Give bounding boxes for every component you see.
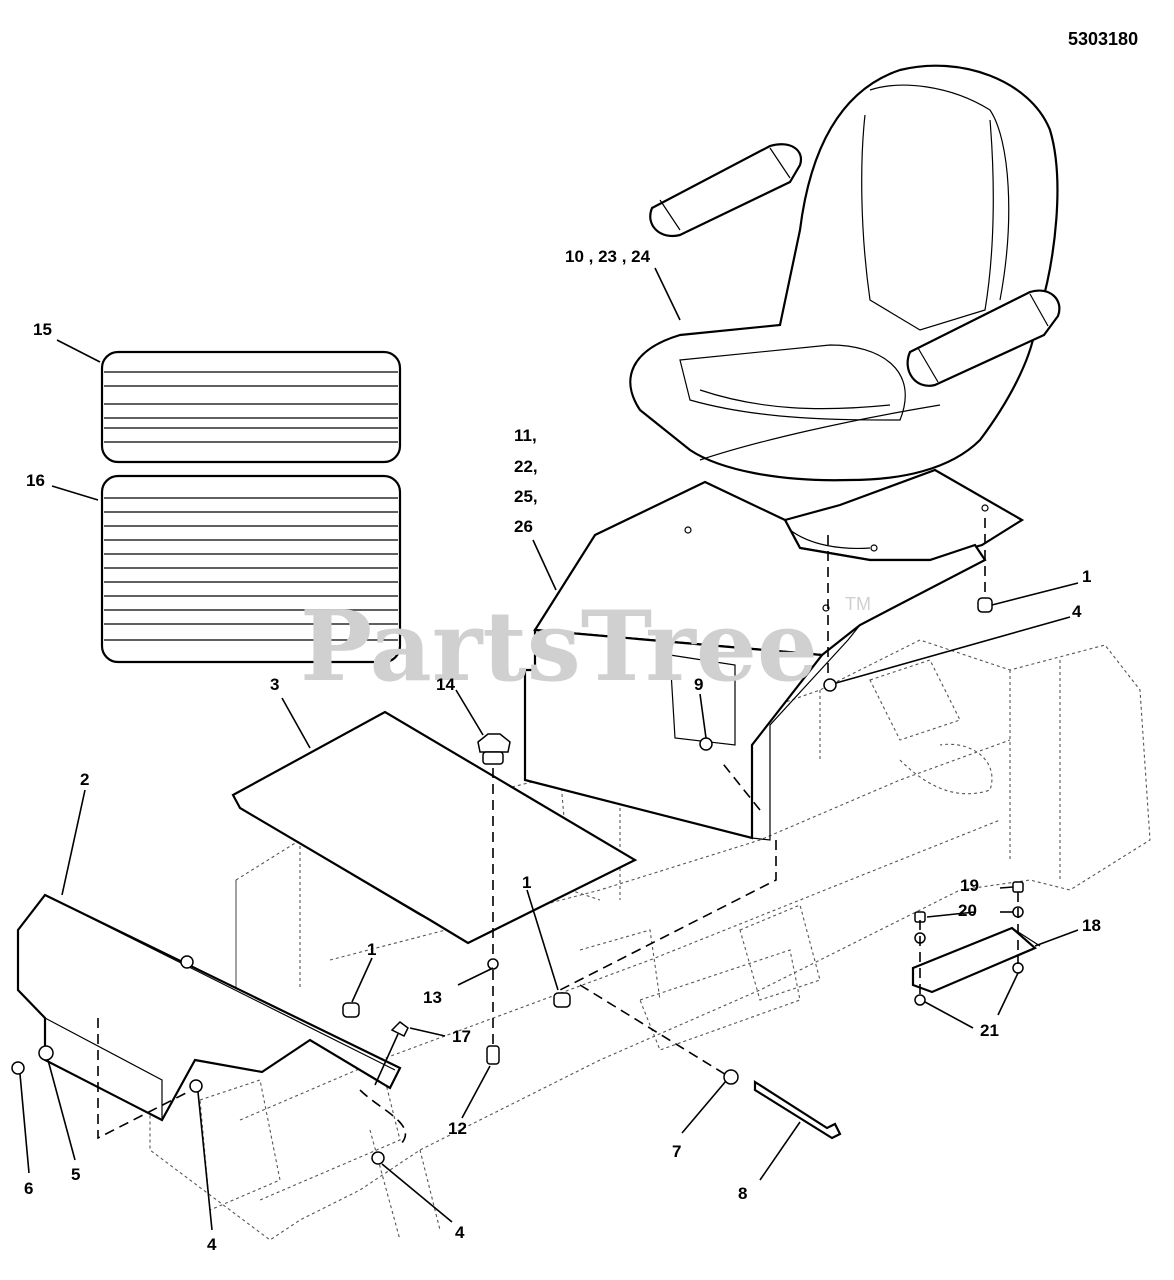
floor-plate [231, 710, 638, 945]
callout-16: 16 [26, 471, 45, 490]
decal-16 [100, 474, 402, 664]
callout-6: 6 [24, 1179, 33, 1198]
callout-22: 22, [514, 457, 538, 476]
diagram-code: 5303180 [1068, 29, 1138, 49]
callout-14: 14 [436, 675, 455, 694]
callout-4: 4 [1072, 602, 1082, 621]
callout-1: 1 [367, 940, 376, 959]
watermark: PartsTree [300, 590, 818, 703]
callout-9: 9 [694, 675, 703, 694]
callout-1: 1 [1082, 567, 1091, 586]
callout-1: 1 [522, 873, 531, 892]
callout-labels: 15 16 10 , 23 , 24 11, 22, 25, 26 1 4 3 … [24, 247, 1101, 1254]
callout-19: 19 [960, 876, 979, 895]
assembly-lines [97, 518, 1019, 1146]
callout-18: 18 [1082, 916, 1101, 935]
callout-17: 17 [452, 1027, 471, 1046]
callout-7: 7 [672, 1142, 681, 1161]
decal-15 [100, 350, 402, 464]
front-cover [16, 893, 402, 1122]
callout-3: 3 [270, 675, 279, 694]
callout-5: 5 [71, 1165, 80, 1184]
callout-21: 21 [980, 1021, 999, 1040]
leader-lines [19, 267, 1079, 1231]
callout-2: 2 [80, 770, 89, 789]
callout-20: 20 [958, 901, 977, 920]
seat-pan [523, 480, 987, 841]
callout-4: 4 [207, 1235, 217, 1254]
callout-26: 26 [514, 517, 533, 536]
callout-10-23-24: 10 , 23 , 24 [565, 247, 651, 266]
callout-11: 11, [514, 426, 537, 445]
watermark-tm: TM [845, 594, 871, 614]
callout-12: 12 [448, 1119, 467, 1138]
callout-25: 25, [514, 487, 538, 506]
mower-frame-ghost [149, 639, 1151, 1241]
callout-4: 4 [455, 1223, 465, 1242]
bracket-plate [911, 926, 1041, 994]
callout-8: 8 [738, 1184, 747, 1203]
callout-15: 15 [33, 320, 52, 339]
seat [629, 64, 1061, 562]
callout-13: 13 [423, 988, 442, 1007]
